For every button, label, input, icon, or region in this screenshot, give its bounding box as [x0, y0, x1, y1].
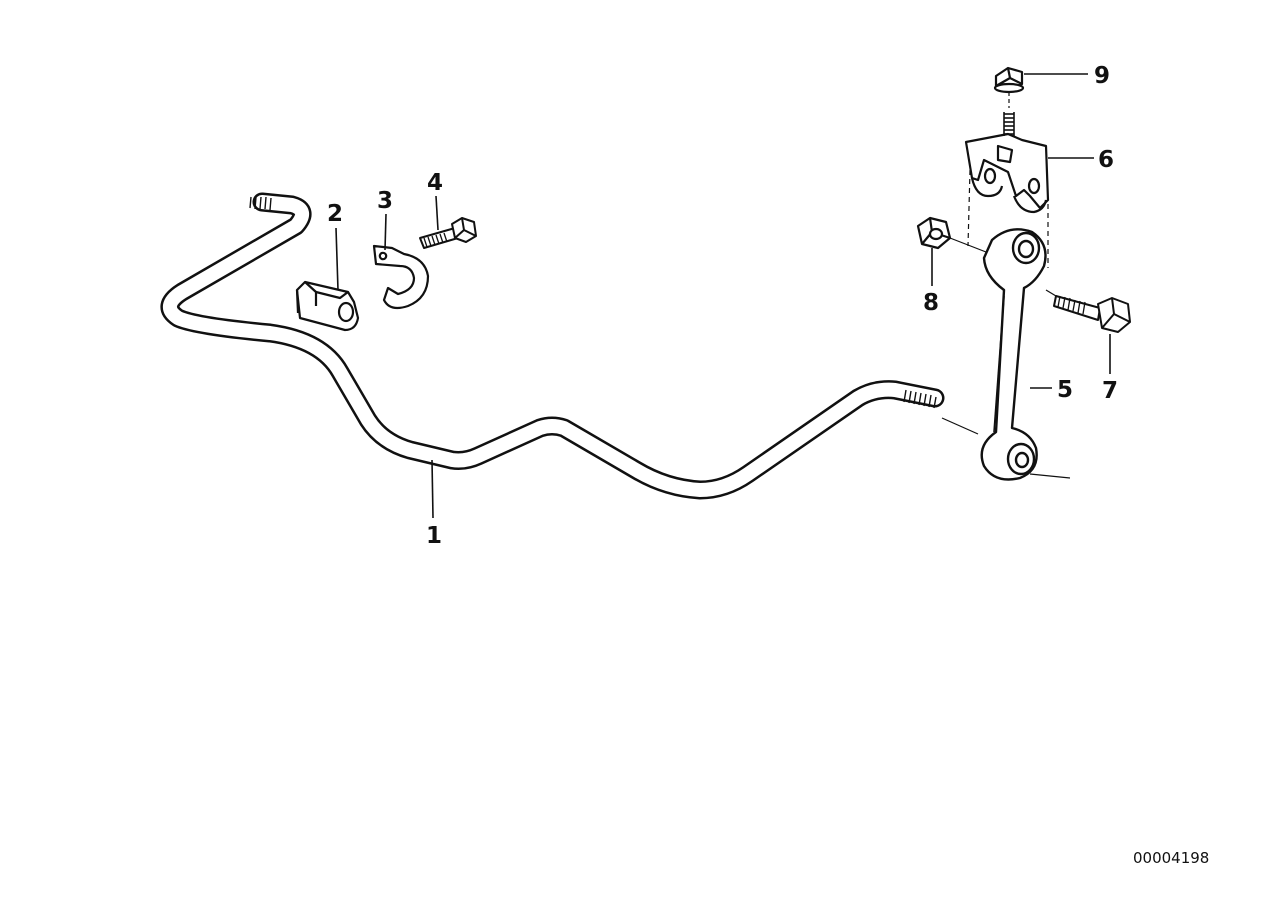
callout-9: 9 [1094, 63, 1110, 89]
callout-3: 3 [377, 188, 393, 214]
callout-4: 4 [427, 170, 443, 196]
callout-1: 1 [426, 523, 442, 549]
rubber-mounting-icon [295, 280, 360, 332]
bracket-clamp-icon [372, 244, 430, 310]
hex-nut-icon [916, 216, 987, 253]
hex-bolt-icon [1045, 289, 1131, 333]
leader-lines [335, 73, 1111, 519]
callout-8: 8 [923, 290, 939, 316]
callout-6: 6 [1098, 147, 1114, 173]
threaded-stud-icon [1003, 92, 1015, 136]
callout-2: 2 [327, 201, 343, 227]
reference-number: 00004198 [1133, 849, 1209, 867]
link-bracket-icon [964, 132, 1050, 268]
callout-7: 7 [1102, 378, 1118, 404]
hex-bolt-icon [419, 217, 477, 249]
stabilizer-link-icon [980, 228, 1071, 481]
hex-nut-icon [993, 66, 1025, 94]
callout-5: 5 [1057, 377, 1073, 403]
stabilizer-bar-icon [160, 192, 979, 500]
